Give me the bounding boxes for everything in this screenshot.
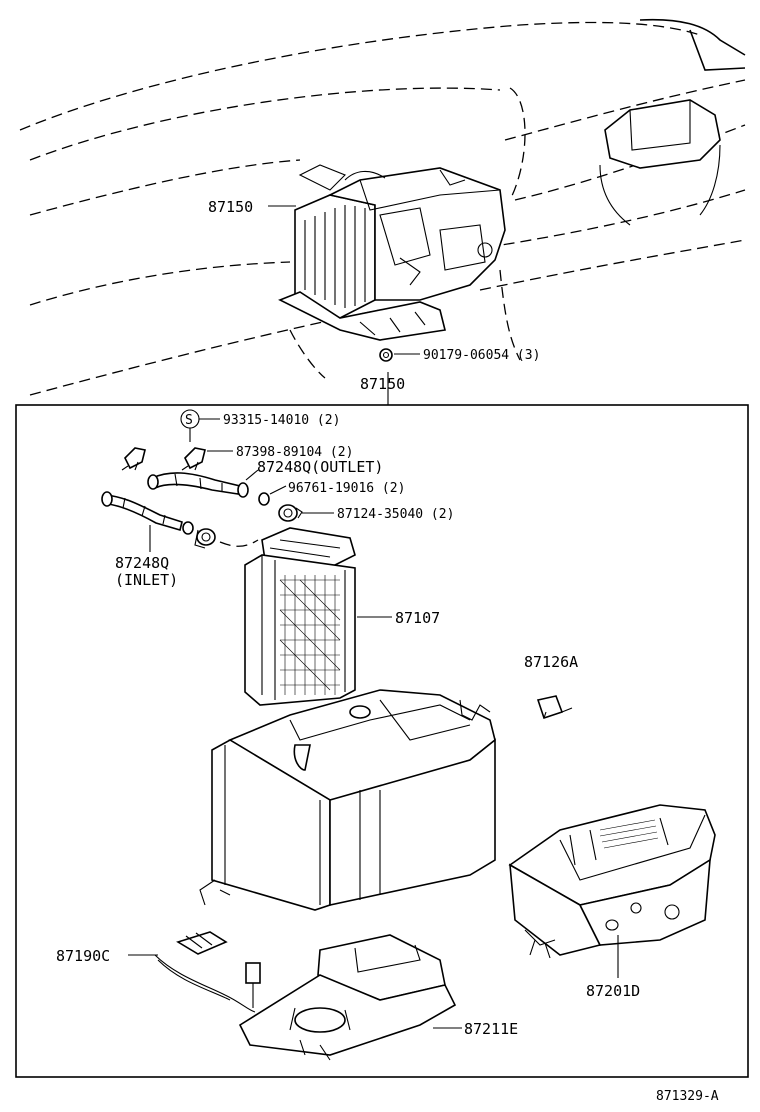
label-wire-harness: 87190C	[56, 947, 110, 965]
clamp-ring-part: 87124-35040 (2)	[194, 504, 454, 549]
screw-symbol: S	[185, 413, 193, 428]
label-nut: 90179-06054 (3)	[423, 348, 540, 363]
diagram-id: 871329-A	[656, 1089, 719, 1104]
exploded-view-frame	[15, 404, 749, 1078]
label-lower-case: 87211E	[464, 1020, 518, 1038]
label-hose-inlet: 87248Q	[115, 554, 169, 572]
oring-inlet	[182, 521, 194, 535]
heater-case-part	[199, 689, 496, 911]
hose-clamp-part: 87398-89104 (2)	[121, 445, 353, 471]
clip-part: 87126A	[524, 653, 578, 720]
inlet-hose-part: 87248Q (INLET)	[101, 491, 183, 589]
outlet-hose-part: 87248Q(OUTLET)	[147, 458, 383, 498]
label-blower-case: 87201D	[586, 982, 640, 1000]
label-hose-inlet-note: (INLET)	[115, 571, 178, 589]
lower-case-part: 87211E	[238, 934, 518, 1061]
blower-case-part: 87201D	[508, 804, 716, 1000]
label-clamp-ring: 87124-35040 (2)	[337, 507, 454, 522]
screw-callout: S 93315-14010 (2)	[180, 409, 340, 442]
heater-core-fins	[279, 575, 341, 695]
label-unit-top: 87150	[208, 198, 253, 216]
label-oring: 96761-19016 (2)	[288, 481, 405, 496]
label-heater-core: 87107	[395, 609, 440, 627]
label-screw: 93315-14010 (2)	[223, 413, 340, 428]
heater-unit-assembly	[278, 164, 506, 362]
label-clamp: 87398-89104 (2)	[236, 445, 353, 460]
dashboard-outline	[19, 18, 746, 396]
label-clip: 87126A	[524, 653, 578, 671]
label-hose-outlet: 87248Q(OUTLET)	[257, 458, 383, 476]
heater-core-part: 87107	[244, 527, 440, 706]
wire-harness-part: 87190C	[56, 931, 261, 1013]
oring-outlet	[258, 492, 270, 506]
label-unit-box: 87150	[360, 375, 405, 393]
